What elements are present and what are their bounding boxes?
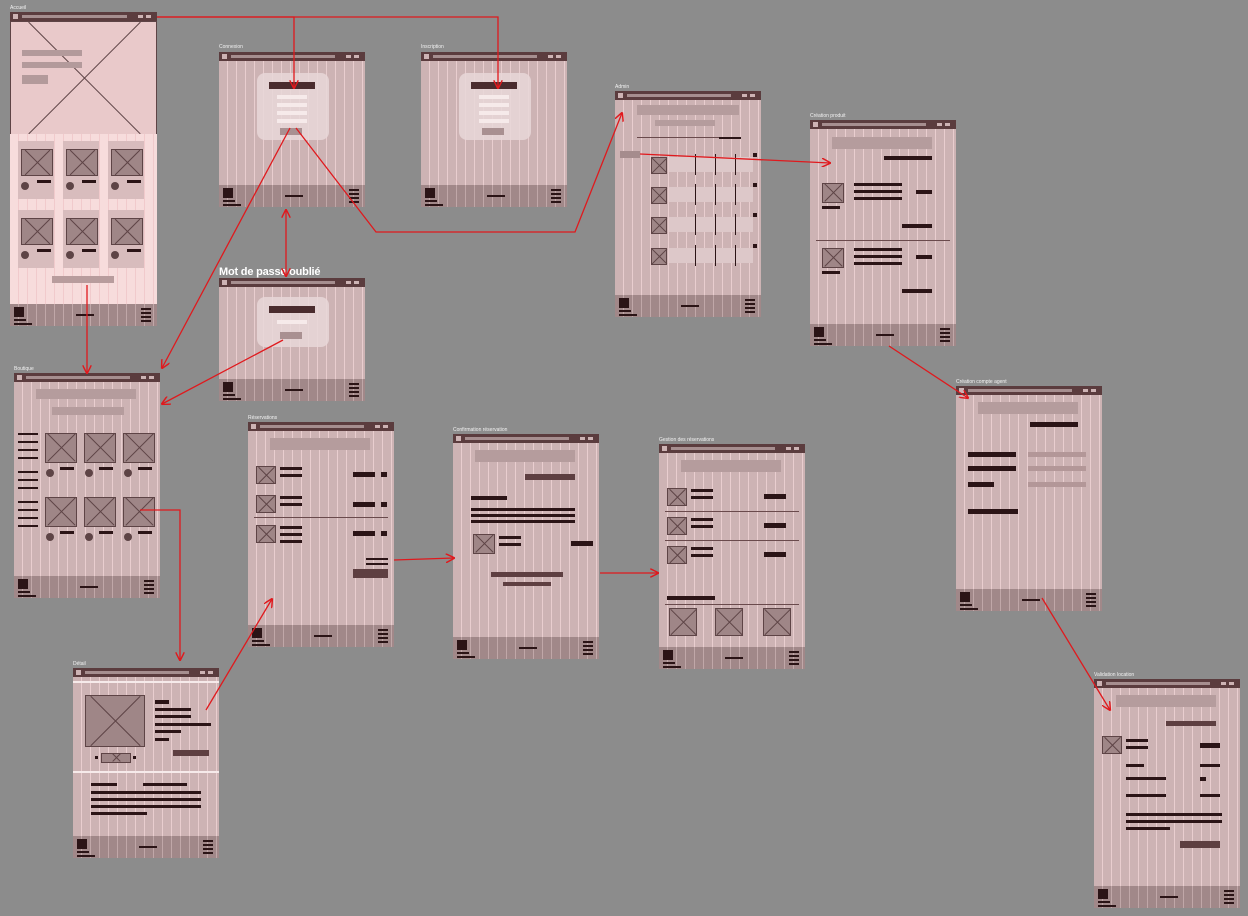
frame-label-accueil: Accueil [10, 5, 27, 11]
frame-inscription [421, 52, 567, 207]
frame-label-creation-produit: Création produit [810, 113, 846, 119]
frame-label-confirmation: Confirmation réservation [453, 427, 508, 433]
frame-creation-compte-agent [956, 386, 1102, 611]
frame-boutique [14, 373, 160, 598]
frame-label-mot-de-passe: Mot de passe oublié [219, 266, 321, 278]
frame-label-boutique: Boutique [14, 366, 34, 372]
frame-reservations [248, 422, 394, 647]
frame-creation-produit [810, 120, 956, 346]
frame-mot-de-passe-oublie [219, 278, 365, 401]
frame-label-reservations: Réservations [248, 415, 278, 421]
frame-label-validation: Validation location [1094, 672, 1135, 678]
frame-label-connexion: Connexion [219, 44, 243, 50]
frame-accueil [10, 12, 157, 326]
frame-admin [615, 91, 761, 317]
link-reservations-confirmation [393, 558, 454, 560]
frame-label-creation-compte: Création compte agent [956, 379, 1007, 385]
frame-confirmation-reservation [453, 434, 599, 659]
frame-label-detail: Détail [73, 661, 86, 667]
frame-validation-location [1094, 679, 1240, 908]
frame-label-inscription: Inscription [421, 44, 444, 50]
browser-bar [10, 12, 157, 21]
frame-detail [73, 668, 219, 858]
frame-gestion-reservations [659, 444, 805, 669]
frame-connexion [219, 52, 365, 207]
frame-label-admin: Admin [615, 84, 630, 90]
frame-label-gestion: Gestion des réservations [659, 437, 715, 443]
